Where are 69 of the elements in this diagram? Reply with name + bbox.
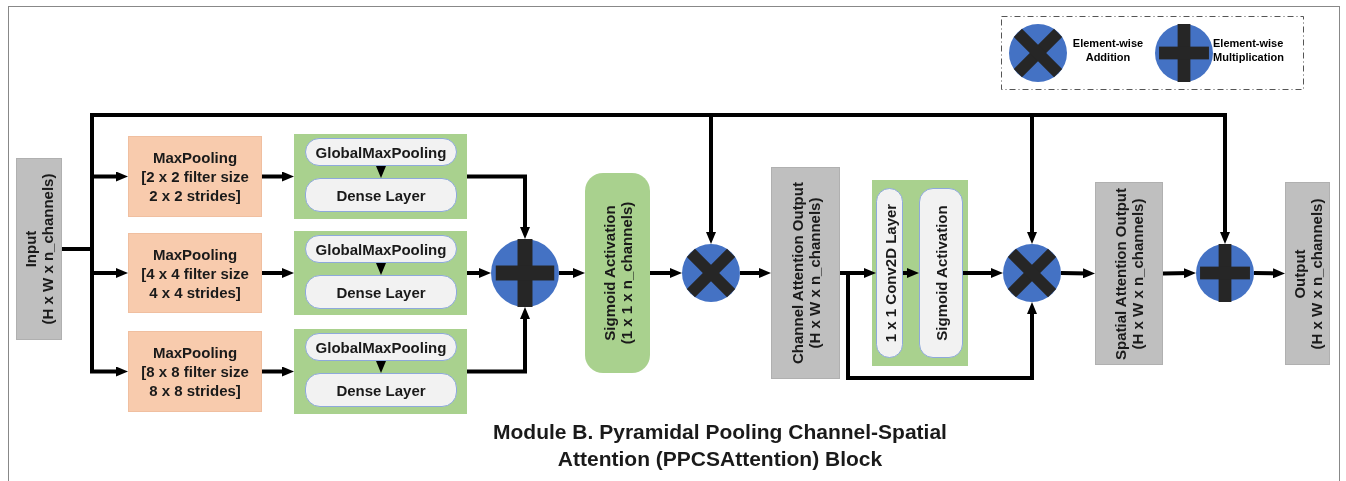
layer-label: [2 x 2 filter size 2 x 2 strides]: [140, 167, 250, 205]
layer-box: [1095, 182, 1163, 365]
arrow: [963, 268, 1003, 278]
layer-group-box: [294, 231, 467, 315]
arrow: [740, 268, 771, 278]
layer-label: Input: [22, 229, 39, 270]
arrow: [467, 307, 530, 374]
layer-label: (1 x 1 x n_channels): [617, 200, 635, 347]
layer-group-box: [294, 134, 467, 219]
layer-label: Sigmoid Activation: [932, 204, 950, 343]
layer-label: Dense Layer: [336, 282, 426, 302]
layer-label: GlobalMaxPooling: [315, 337, 447, 357]
layer-label: (H x W x n_channels): [39, 172, 56, 327]
arrow: [467, 268, 491, 278]
pooling-box: [128, 233, 262, 313]
layer-label: Dense Layer: [336, 185, 426, 205]
layer-pill: [919, 188, 963, 358]
layer-box: [771, 167, 840, 379]
arrow: [840, 271, 1037, 380]
arrow: [376, 166, 386, 178]
layer-label: MaxPooling: [152, 244, 238, 264]
arrow: [559, 268, 585, 278]
arrow: [467, 174, 530, 239]
layer-group-box: [294, 329, 467, 414]
layer-box: [1285, 182, 1330, 365]
layer-label: MaxPooling: [152, 343, 238, 362]
pooling-box: [128, 331, 262, 412]
layer-label: 1 x 1 Conv2D Layer: [881, 202, 898, 345]
layer-pill: [305, 178, 457, 212]
arrow: [650, 268, 682, 278]
arrow: [376, 263, 386, 275]
layer-label: Output: [1290, 247, 1308, 301]
layer-label: (H x W x n_channels): [1129, 197, 1146, 351]
arrow: [262, 366, 294, 377]
plus-symbol: [1196, 244, 1254, 302]
layer-box: [16, 158, 62, 340]
arrow: [376, 361, 386, 373]
arrow: [262, 268, 294, 278]
times-symbol: [1003, 244, 1061, 302]
layer-pill: [305, 235, 457, 263]
arrow: [1162, 268, 1196, 279]
layer-label: Sigmoid Activation: [600, 204, 618, 343]
legend-label: Element-wise Addition: [1071, 36, 1145, 64]
layer-label: Channel Attention Output: [788, 181, 806, 366]
legend-label: Element-wise Multiplication: [1213, 36, 1285, 64]
layer-pill: [305, 333, 457, 361]
layer-label: Spatial Attention Output: [1112, 187, 1129, 360]
layer-label: MaxPooling: [152, 148, 238, 167]
layer-pill: [305, 275, 457, 309]
pooling-box: [128, 136, 262, 217]
layer-pill: [305, 138, 457, 166]
layer-group-box: [872, 180, 968, 366]
times-symbol: [682, 244, 740, 302]
layer-pill: [876, 188, 903, 358]
plus-symbol: [491, 239, 559, 307]
layer-pill: [305, 373, 457, 407]
layer-label: (H x W x n_channels): [1307, 197, 1325, 351]
arrow: [262, 171, 294, 182]
arrow: [1060, 268, 1095, 279]
layer-label: GlobalMaxPooling: [315, 239, 447, 259]
caption: Module B. Pyramidal Pooling Channel-Spatial Attention (PPCSAttention) Block: [492, 419, 948, 472]
arrow: [903, 268, 919, 278]
layer-label: GlobalMaxPooling: [315, 142, 447, 162]
layer-label: (H x W x n_channels): [805, 197, 823, 351]
layer-label: Dense Layer: [336, 380, 426, 400]
arrow: [1253, 268, 1285, 279]
layer-label: [4 x 4 filter size 4 x 4 strides]: [140, 263, 250, 302]
layer-label: [8 x 8 filter size 8 x 8 strides]: [140, 362, 250, 400]
activation-box: [585, 173, 650, 373]
